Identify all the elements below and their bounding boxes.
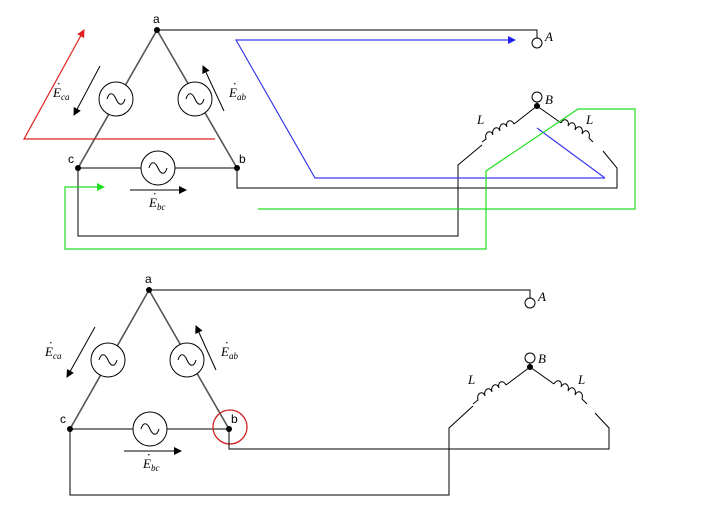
emf-ab-arrow-2	[195, 325, 217, 371]
inductor-right-label: L	[585, 112, 593, 127]
terminal-A-label: A	[544, 29, 553, 44]
emf-ca-label: Eca	[52, 85, 70, 102]
terminal-B-label: B	[545, 92, 553, 107]
inductor-left-2	[472, 381, 507, 405]
emf-ab-dot-2: ·	[225, 335, 228, 350]
emf-ab-label-2: Eab	[220, 344, 238, 361]
load-left-leg	[513, 105, 538, 125]
wire-b-to-load-2	[228, 412, 610, 450]
terminal-A-2	[524, 297, 536, 309]
emf-ca-arrow-2	[66, 326, 96, 378]
emf-bc-label-2: Ebc	[142, 456, 159, 473]
node-a-label: a	[153, 12, 160, 26]
wire-a-to-A	[157, 29, 538, 38]
emf-ab-arrow	[202, 65, 225, 112]
node-c-label: c	[68, 152, 74, 166]
bottom-circuit: a b c Eca · Eab · Ebc · A B L L	[44, 272, 610, 496]
emf-ca-dot-2: ·	[49, 335, 52, 350]
node-b-label: b	[239, 152, 246, 166]
emf-ab-dot: ·	[233, 76, 236, 91]
highlight-circle-b	[212, 409, 248, 445]
emf-bc-dot-2: ·	[147, 447, 150, 462]
emf-ab-label: Eab	[228, 85, 246, 102]
blue-path-load	[536, 127, 606, 179]
emf-ca-label-2: Eca	[44, 344, 62, 361]
terminal-A	[531, 37, 543, 49]
load-right-leg-2	[529, 366, 555, 385]
wire-b-to-load	[236, 150, 618, 189]
source-bc	[140, 150, 176, 186]
terminal-A-label-2: A	[537, 289, 546, 304]
source-ab-2	[169, 342, 205, 378]
inductor-left-label-2: L	[467, 372, 475, 387]
blue-path-to-A	[234, 36, 605, 179]
source-ca-2	[90, 342, 126, 378]
wire-c-to-load-2	[69, 405, 474, 496]
inductor-left	[481, 120, 515, 143]
node-b-label-2: b	[231, 412, 238, 426]
top-circuit: a b c Eca · Eab · Ebc · A B	[22, 12, 636, 250]
load-left-leg-2	[505, 366, 531, 386]
source-ab	[177, 81, 213, 117]
green-path	[64, 108, 636, 250]
source-bc-2	[132, 411, 168, 447]
inductor-right	[560, 119, 594, 143]
inductor-right-label-2: L	[577, 372, 585, 387]
terminal-B	[531, 91, 543, 103]
terminal-B-label-2: B	[538, 351, 546, 366]
node-a-label-2: a	[145, 272, 152, 286]
terminal-B-2	[524, 352, 536, 364]
red-path	[22, 29, 215, 140]
inductor-left-label: L	[476, 112, 484, 127]
emf-bc-label: Ebc	[148, 195, 165, 212]
emf-bc-dot: ·	[153, 186, 156, 201]
node-c-label-2: c	[60, 412, 66, 426]
wire-c-to-load	[77, 144, 483, 237]
wire-a-to-A-2	[149, 289, 531, 298]
emf-ca-arrow	[73, 65, 101, 116]
source-ca	[98, 81, 134, 117]
emf-ca-dot: ·	[57, 76, 60, 91]
inductor-right-2	[553, 380, 588, 405]
load-right-leg	[536, 105, 562, 124]
